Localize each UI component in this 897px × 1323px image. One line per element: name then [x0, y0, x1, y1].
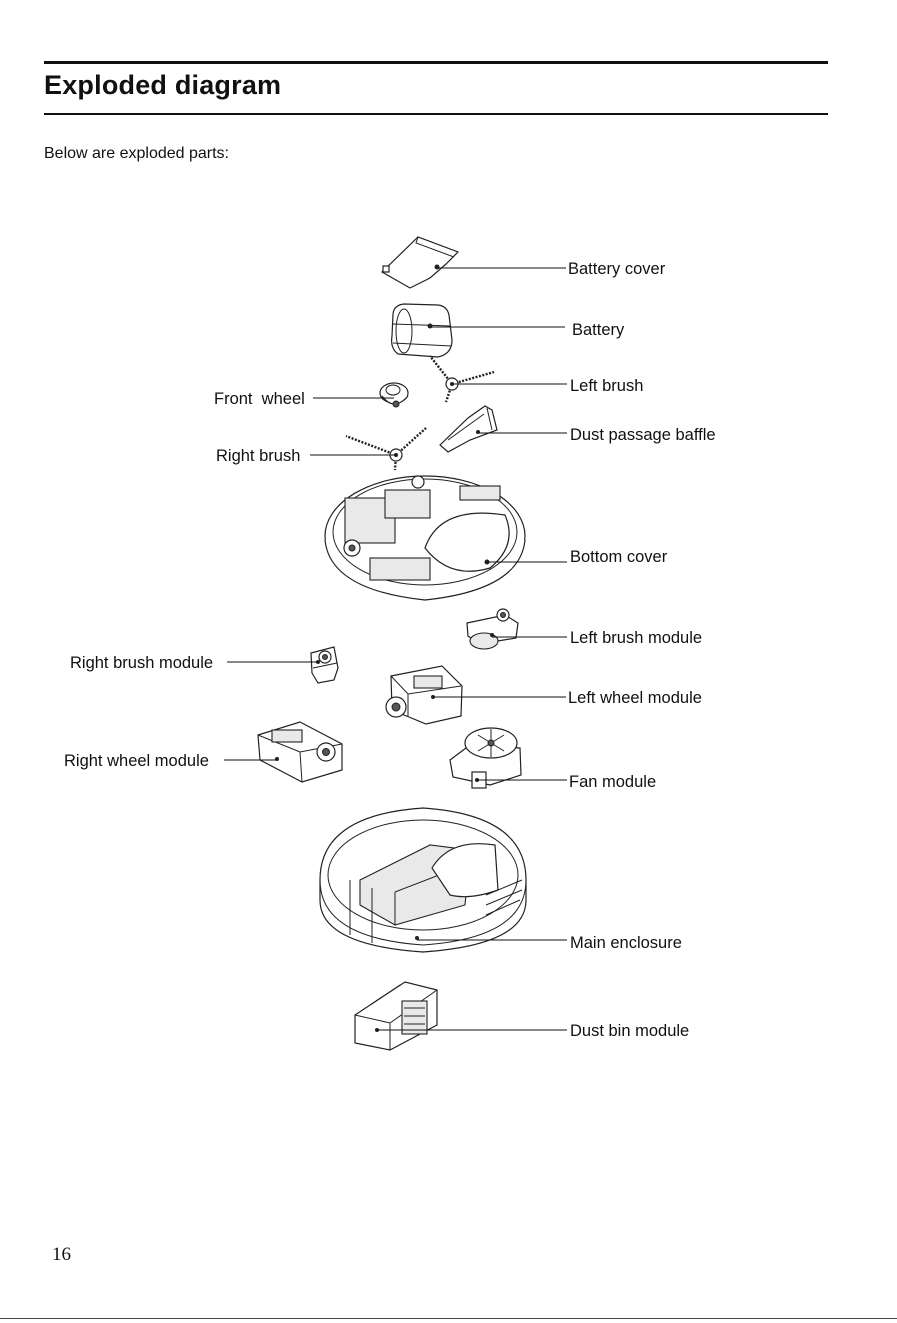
- battery-part: [392, 304, 452, 357]
- label-right-wheel-module: Right wheel module: [64, 752, 209, 770]
- label-right-brush: Right brush: [216, 447, 300, 465]
- fan-module-part: [450, 728, 521, 788]
- label-left-brush-module: Left brush module: [570, 629, 702, 647]
- left-wheel-module-part: [386, 666, 462, 724]
- dust-bin-module-part: [355, 982, 437, 1050]
- left-brush-part: [430, 356, 494, 402]
- right-brush-part: [346, 428, 426, 470]
- label-bottom-cover: Bottom cover: [570, 548, 668, 566]
- label-battery: Battery: [572, 321, 625, 339]
- label-front-wheel: Front wheel: [214, 390, 305, 408]
- label-dust-bin-module: Dust bin module: [570, 1022, 689, 1040]
- left-brush-module-part: [467, 609, 518, 649]
- front-wheel-part: [380, 383, 408, 407]
- label-battery-cover: Battery cover: [568, 260, 666, 278]
- label-right-brush-module: Right brush module: [70, 654, 213, 672]
- right-wheel-module-part: [258, 722, 342, 782]
- label-fan-module: Fan module: [569, 773, 656, 791]
- main-enclosure-part: [320, 808, 526, 952]
- right-brush-module-part: [311, 647, 338, 683]
- label-left-wheel-module: Left wheel module: [568, 689, 702, 707]
- bottom-cover-part: [325, 476, 525, 600]
- dust-passage-baffle-part: [440, 406, 497, 452]
- label-left-brush: Left brush: [570, 377, 643, 395]
- battery-cover-part: [382, 237, 458, 288]
- page-number: 16: [52, 1244, 71, 1266]
- label-main-enclosure: Main enclosure: [570, 934, 682, 952]
- label-dust-passage-baffle: Dust passage baffle: [570, 426, 716, 444]
- page-bottom-edge: [0, 1318, 897, 1319]
